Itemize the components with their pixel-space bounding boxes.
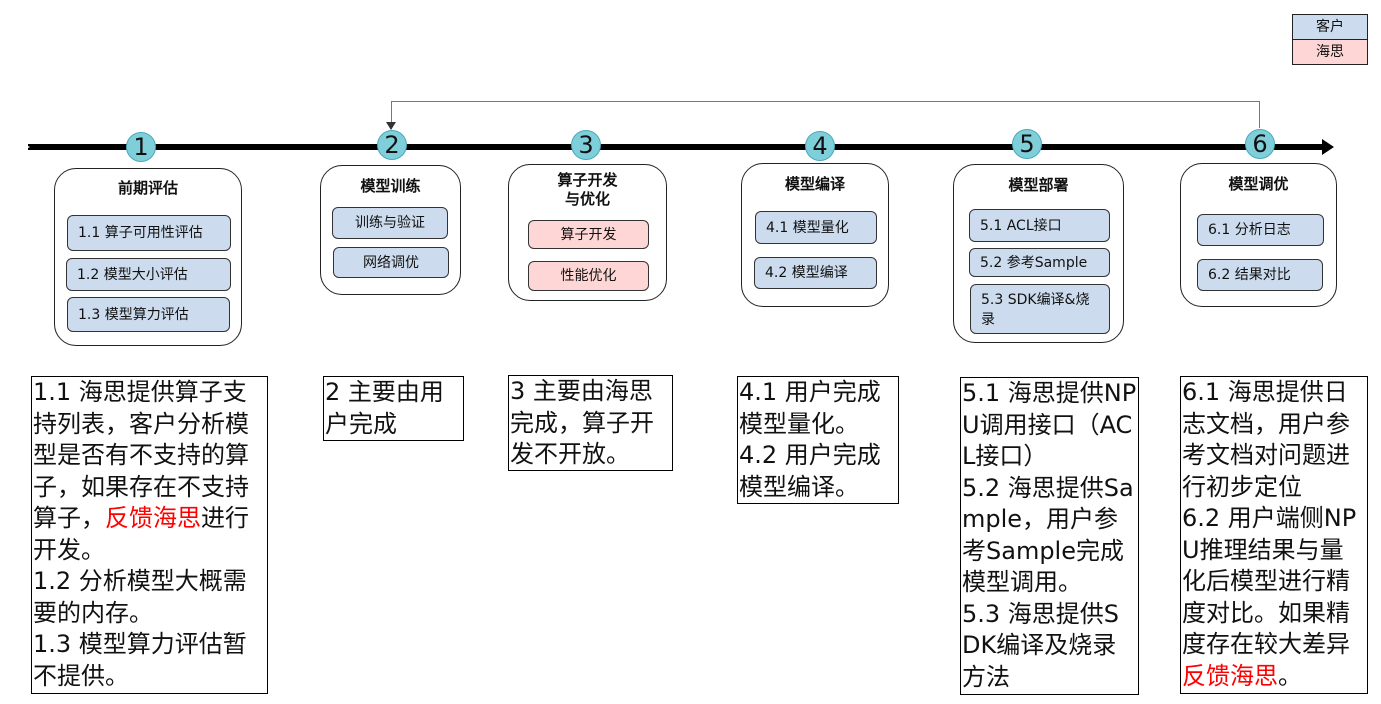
note-text: 6.1 海思提供日志文档，用户参考文档对问题进行初步定位 6.2 用户端侧NPU… bbox=[1182, 378, 1357, 658]
task-analyze-logs: 6.1 分析日志 bbox=[1197, 214, 1324, 246]
note-step-3: 3 主要由海思完成，算子开发不开放。 bbox=[508, 375, 673, 471]
note-step-6: 6.1 海思提供日志文档，用户参考文档对问题进行初步定位 6.2 用户端侧NPU… bbox=[1180, 376, 1368, 694]
step-marker-4: 4 bbox=[805, 131, 835, 161]
note-step-5: 5.1 海思提供NPU调用接口（ACL接口） 5.2 海思提供Sample，用户… bbox=[960, 377, 1139, 695]
phase-title: 模型部署 bbox=[1008, 176, 1069, 194]
task-compilation: 4.2 模型编译 bbox=[754, 257, 877, 289]
phase-box-model-compilation: 模型编译 4.1 模型量化 4.2 模型编译 bbox=[741, 163, 889, 307]
feedback-loop-line bbox=[1259, 101, 1260, 128]
note-text: 。 bbox=[1278, 661, 1302, 690]
step-marker-6: 6 bbox=[1245, 129, 1275, 159]
task-quantization: 4.1 模型量化 bbox=[755, 211, 877, 244]
phase-box-preliminary-evaluation: 前期评估 1.1 算子可用性评估 1.2 模型大小评估 1.3 模型算力评估 bbox=[54, 168, 242, 346]
legend-hisilicon: 海思 bbox=[1293, 39, 1367, 64]
phase-title: 模型调优 bbox=[1228, 175, 1289, 193]
note-step-4: 4.1 用户完成模型量化。 4.2 用户完成模型编译。 bbox=[737, 376, 899, 504]
phase-box-operator-development: 算子开发 与优化 算子开发 性能优化 bbox=[508, 164, 667, 301]
note-step-1: 1.1 海思提供算子支持列表，客户分析模型是否有不支持的算子，如果存在不支持算子… bbox=[31, 376, 268, 694]
phase-title: 模型编译 bbox=[784, 175, 845, 193]
phase-box-model-tuning: 模型调优 6.1 分析日志 6.2 结果对比 bbox=[1180, 163, 1337, 307]
note-step-2: 2 主要由用户完成 bbox=[323, 376, 464, 441]
legend: 客户 海思 bbox=[1292, 14, 1368, 65]
phase-title: 前期评估 bbox=[117, 179, 178, 197]
task-operator-dev: 算子开发 bbox=[528, 220, 649, 249]
task-network-tuning: 网络调优 bbox=[333, 247, 449, 278]
phase-box-model-training: 模型训练 训练与验证 网络调优 bbox=[320, 165, 461, 295]
task-model-size: 1.2 模型大小评估 bbox=[66, 258, 231, 291]
task-acl-interface: 5.1 ACL接口 bbox=[969, 209, 1110, 242]
timeline-tail bbox=[24, 144, 30, 150]
note-highlight: 反馈海思 bbox=[1182, 661, 1278, 690]
step-marker-2: 2 bbox=[377, 130, 407, 160]
phase-box-model-deployment: 模型部署 5.1 ACL接口 5.2 参考Sample 5.3 SDK编译&烧录 bbox=[953, 164, 1124, 343]
note-text: 1.1 海思提供算子支持列表，客户分析模型是否有不支持的算子，如果存在不支持算子… bbox=[33, 378, 249, 532]
task-sdk-compile-flash: 5.3 SDK编译&烧录 bbox=[970, 284, 1110, 334]
task-train-validate: 训练与验证 bbox=[332, 207, 448, 239]
feedback-arrow-icon bbox=[386, 122, 396, 130]
task-reference-sample: 5.2 参考Sample bbox=[969, 248, 1110, 277]
phase-title: 算子开发 bbox=[557, 171, 618, 189]
note-highlight: 反馈海思 bbox=[105, 504, 201, 532]
step-marker-3: 3 bbox=[571, 130, 601, 160]
legend-customer: 客户 bbox=[1293, 15, 1367, 39]
feedback-loop-line bbox=[391, 101, 392, 129]
phase-title: 模型训练 bbox=[360, 177, 421, 195]
task-model-compute: 1.3 模型算力评估 bbox=[67, 297, 230, 332]
task-operator-availability: 1.1 算子可用性评估 bbox=[67, 215, 231, 251]
task-result-comparison: 6.2 结果对比 bbox=[1197, 259, 1323, 291]
step-marker-5: 5 bbox=[1012, 129, 1042, 159]
step-marker-1: 1 bbox=[126, 132, 156, 162]
feedback-loop-line bbox=[391, 101, 1260, 102]
phase-title-line2: 与优化 bbox=[564, 190, 610, 208]
task-performance-optimization: 性能优化 bbox=[528, 261, 649, 291]
timeline-axis bbox=[28, 144, 1324, 150]
timeline-arrow-icon bbox=[1322, 139, 1334, 155]
note-text: 进行开发。 1.2 分析模型大概需要的内存。 1.3 模型算力评估暂不提供。 bbox=[33, 504, 249, 690]
